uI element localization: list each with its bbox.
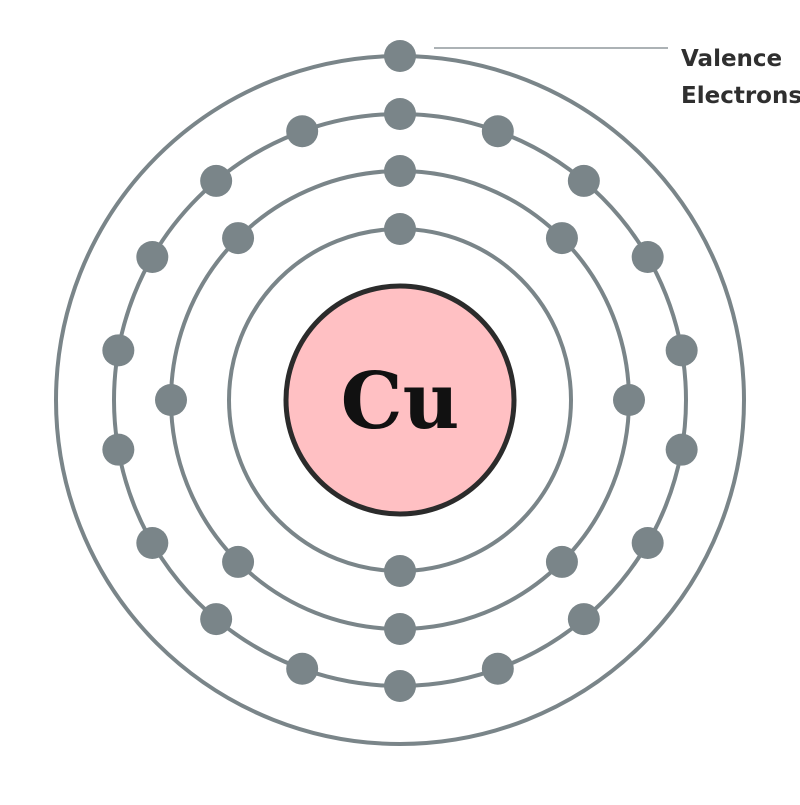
electron-shell-3-4 (631, 241, 664, 273)
electron-shell-3-6 (665, 433, 698, 466)
electron-shell-2-6 (222, 545, 255, 578)
electron-shell-2-7 (155, 384, 187, 416)
electron-shell-2-3 (613, 384, 645, 416)
electron-shell-3-7 (631, 527, 664, 559)
electron-shell-3-1 (384, 98, 416, 130)
electron-shell-3-5 (665, 334, 698, 367)
electron-shell-3-18 (286, 115, 319, 148)
electrons-layer (102, 40, 698, 702)
electron-shell-2-1 (384, 155, 416, 187)
electron-shell-3-3 (567, 164, 600, 197)
electron-shell-3-2 (481, 115, 514, 148)
nucleus (283, 283, 517, 517)
electron-shell-2-8 (222, 222, 255, 255)
electron-shell-3-11 (286, 652, 319, 685)
electron-shell-3-12 (200, 603, 233, 636)
electron-shell-3-15 (102, 334, 135, 367)
electron-shell-4-1 (384, 40, 416, 72)
electron-shell-3-14 (102, 433, 135, 466)
electron-shell-2-5 (384, 613, 416, 645)
electron-shell-3-9 (481, 652, 514, 685)
electron-shell-3-16 (136, 241, 169, 273)
electron-shell-3-10 (384, 670, 416, 702)
electron-shell-3-17 (200, 164, 233, 197)
electron-shell-2-4 (545, 545, 578, 578)
valence-label-line1: Valence (681, 46, 782, 72)
element-symbol: Cu (341, 356, 460, 447)
valence-label-line2: Electrons (681, 83, 800, 109)
electron-shell-1-1 (384, 213, 416, 245)
electron-shell-3-13 (136, 527, 169, 559)
electron-shell-3-8 (567, 603, 600, 636)
electron-shell-1-2 (384, 555, 416, 587)
electron-shell-2-2 (545, 222, 578, 255)
